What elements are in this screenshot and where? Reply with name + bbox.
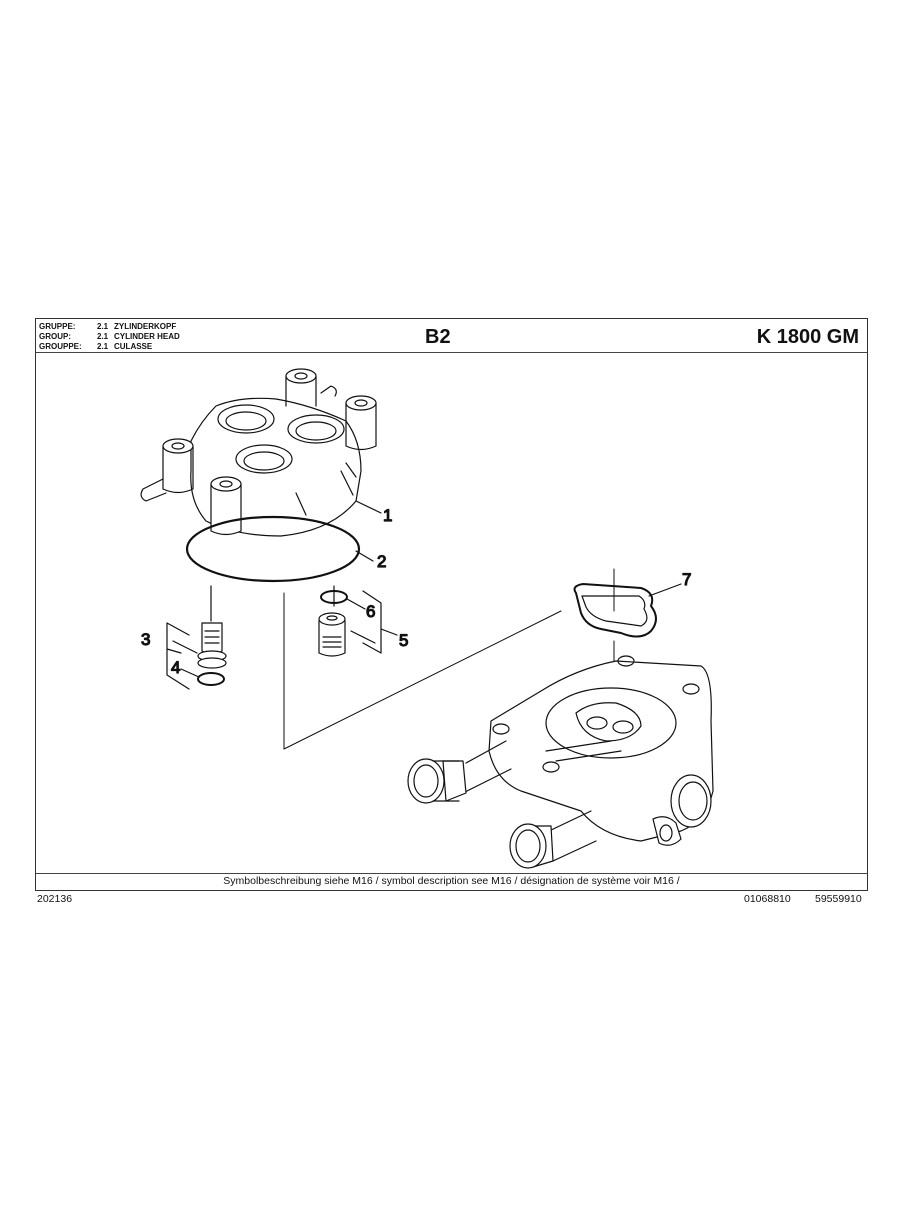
- sheet-code: B2: [425, 326, 451, 348]
- callout-4: 4: [171, 658, 180, 677]
- valve-assembly-3: [197, 585, 227, 686]
- group-key: GROUP:: [39, 332, 71, 341]
- exploded-parts-drawing: 1 2 3 4: [36, 353, 867, 875]
- part-number: 59559910: [815, 893, 862, 905]
- model-name: K 1800 GM: [756, 326, 859, 348]
- group-name: CYLINDER HEAD: [114, 332, 180, 341]
- symbol-note: Symbolbeschreibung siehe M16 / symbol de…: [36, 873, 867, 890]
- drawing-id: 202136: [37, 893, 73, 905]
- group-num: 2.1: [97, 332, 109, 341]
- pump-housing-part: [407, 655, 714, 869]
- callout-7: 7: [682, 570, 691, 589]
- callout-3: 3: [141, 630, 150, 649]
- large-o-ring-part: [185, 515, 361, 583]
- group-name: ZYLINDERKOPF: [114, 322, 177, 331]
- cylinder-head-part: [140, 368, 377, 537]
- gasket-part: [573, 583, 657, 638]
- group-key: GROUPPE:: [39, 342, 82, 351]
- doc-number: 01068810: [744, 893, 791, 905]
- group-name: CULASSE: [114, 342, 153, 351]
- group-row-fr: GROUPPE: 2.1 CULASSE: [39, 342, 180, 352]
- group-row-en: GROUP: 2.1 CYLINDER HEAD: [39, 332, 180, 342]
- callout-2: 2: [377, 552, 386, 571]
- callout-1: 1: [383, 506, 392, 525]
- group-num: 2.1: [97, 322, 109, 331]
- callout-5: 5: [399, 631, 408, 650]
- sheet-header: GRUPPE: 2.1 ZYLINDERKOPF GROUP: 2.1 CYLI…: [36, 319, 867, 353]
- valve-assembly-5: [318, 585, 348, 657]
- group-row-de: GRUPPE: 2.1 ZYLINDERKOPF: [39, 322, 180, 332]
- callout-6: 6: [366, 602, 375, 621]
- parts-sheet-frame: GRUPPE: 2.1 ZYLINDERKOPF GROUP: 2.1 CYLI…: [35, 318, 868, 891]
- group-key: GRUPPE:: [39, 322, 76, 331]
- group-info: GRUPPE: 2.1 ZYLINDERKOPF GROUP: 2.1 CYLI…: [39, 322, 180, 352]
- group-num: 2.1: [97, 342, 109, 351]
